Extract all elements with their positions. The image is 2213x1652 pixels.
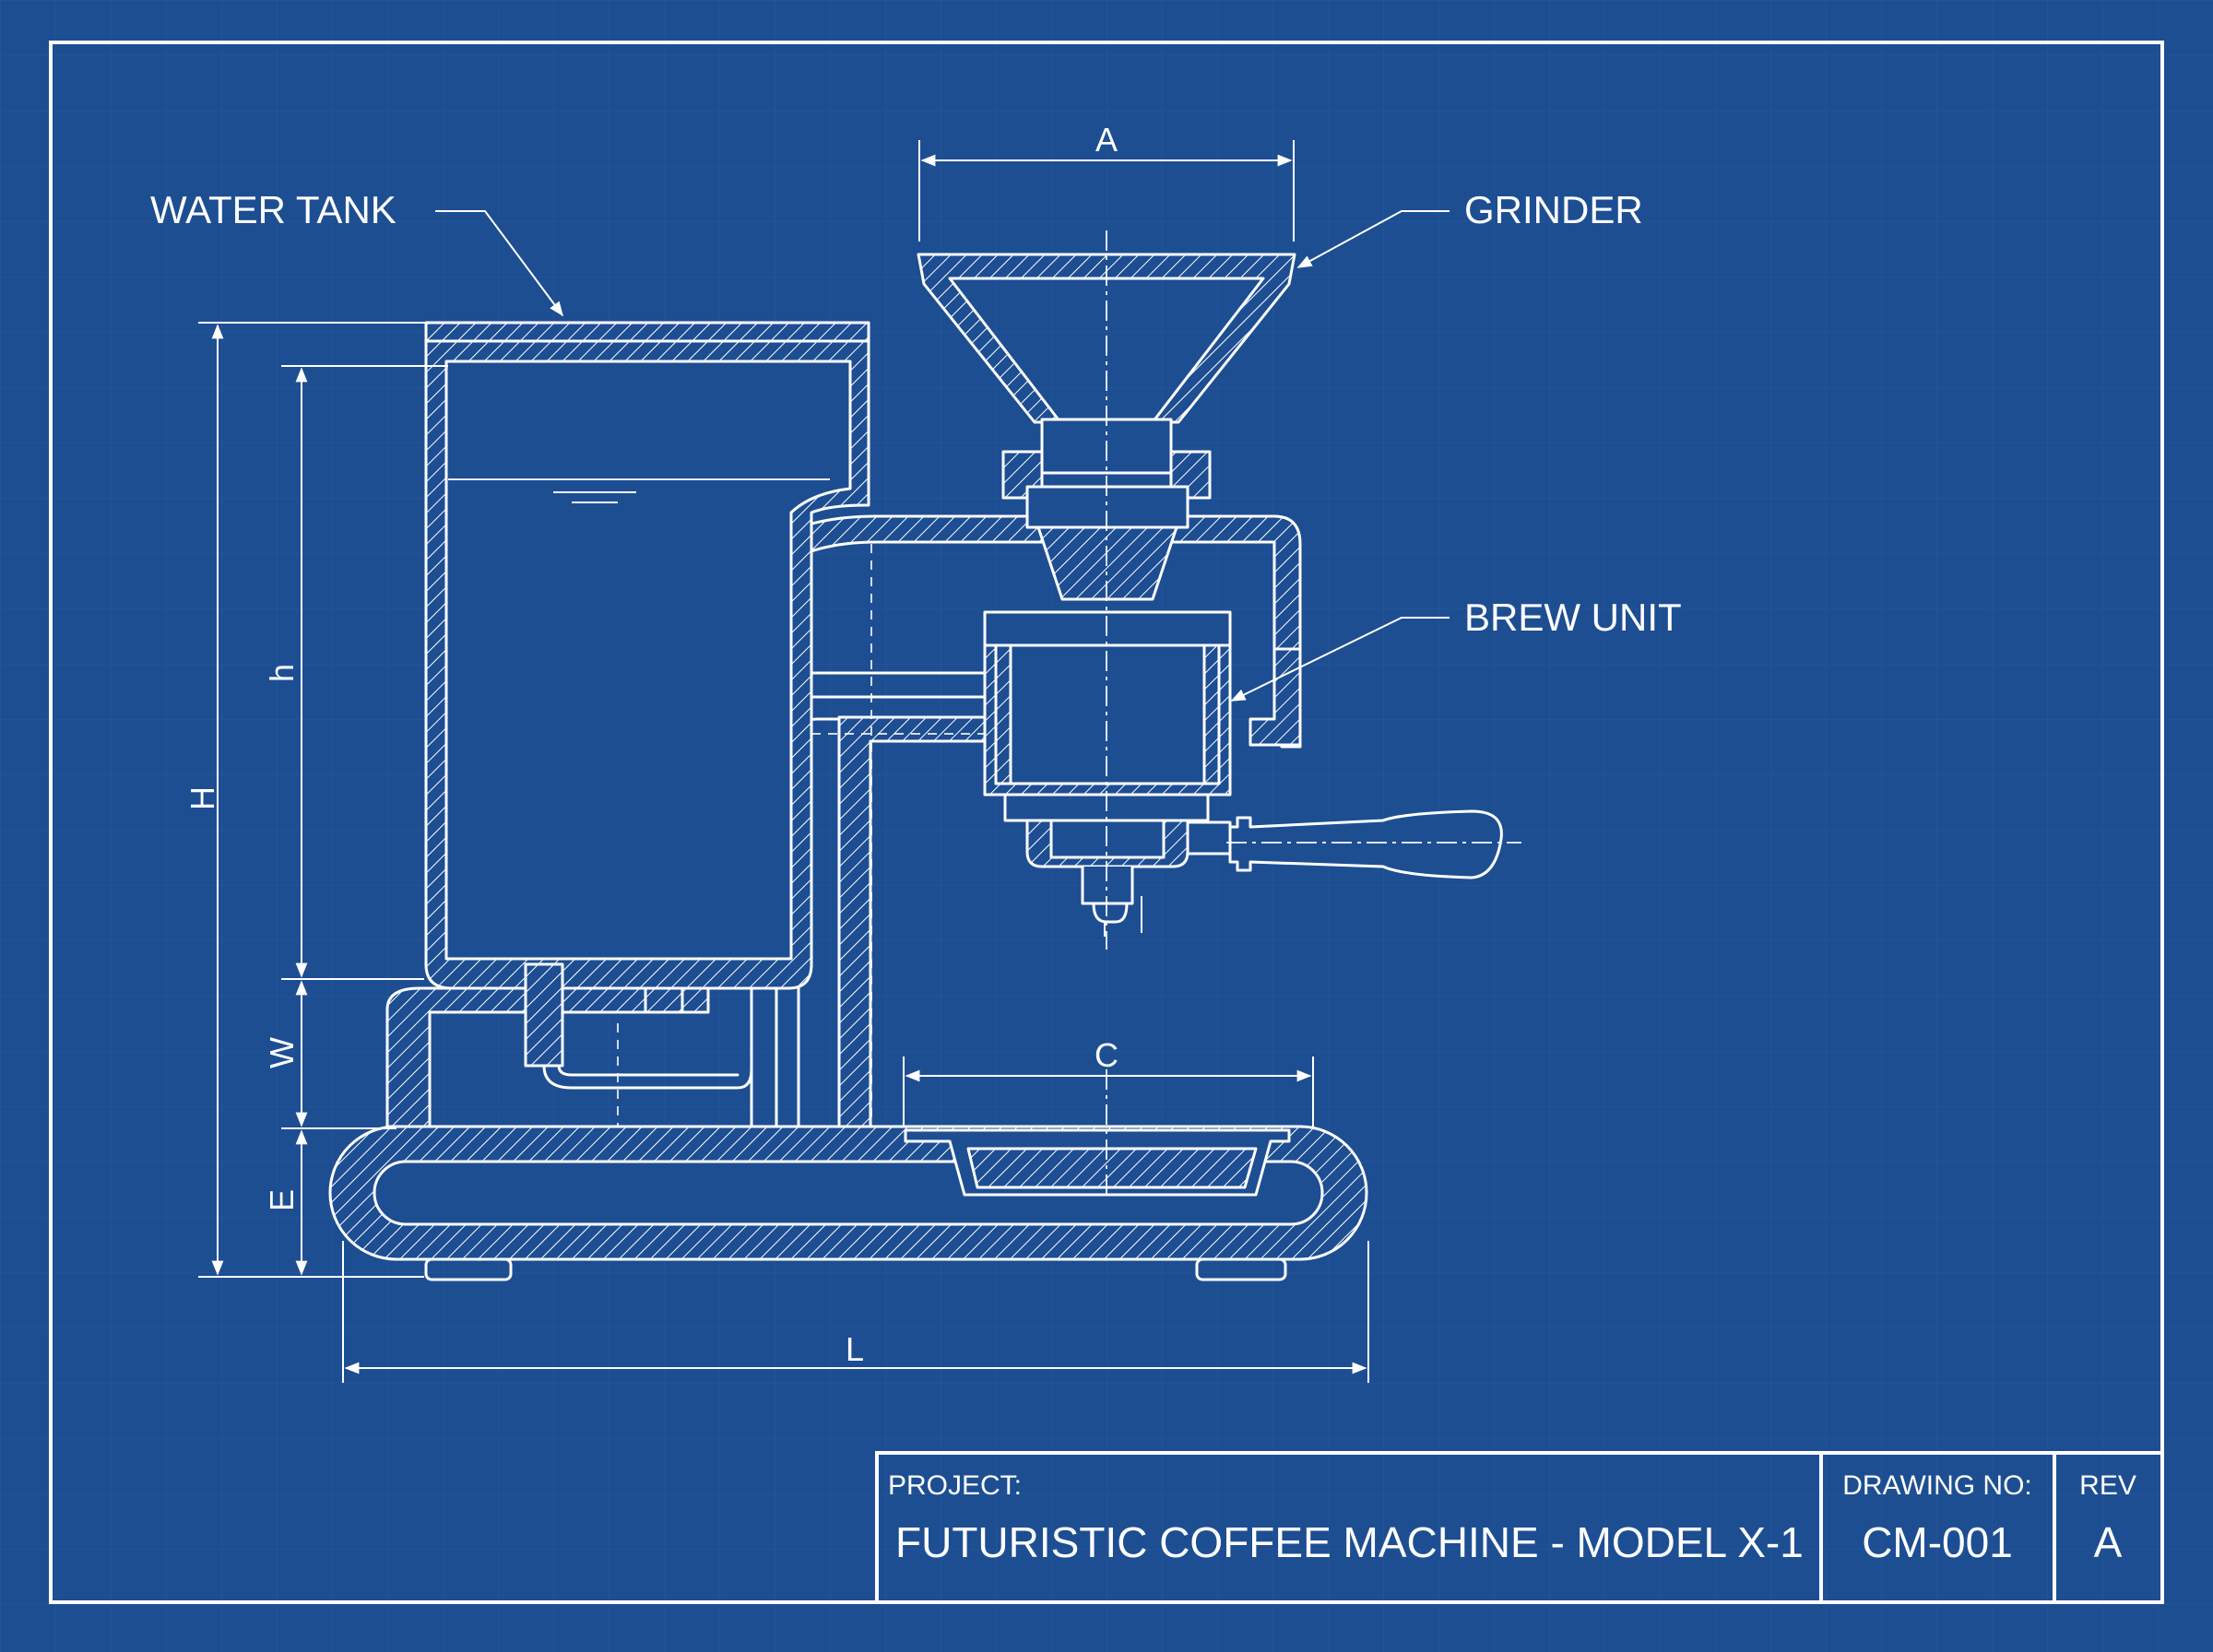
project-name: FUTURISTIC COFFEE MACHINE - MODEL X-1 (895, 1518, 1804, 1566)
dimension-a-label: A (1095, 121, 1118, 159)
callout-water-tank: WATER TANK (150, 188, 396, 231)
callout-grinder: GRINDER (1464, 188, 1643, 231)
dimension-w-label: W (263, 1037, 301, 1068)
right-foot (1195, 1257, 1287, 1281)
water-tank (424, 321, 870, 1127)
rev-label: REV (2079, 1470, 2136, 1501)
dimension-h-tank-label: h (263, 664, 301, 682)
drawing-no-label: DRAWING NO: (1842, 1470, 2032, 1501)
dimension-c-label: C (1095, 1036, 1118, 1074)
dimension-l-label: L (846, 1330, 864, 1368)
lower-rear-block (385, 986, 647, 1128)
portafilter-handle (1186, 809, 1521, 879)
callout-water-tank-leader (435, 210, 563, 317)
title-block: PROJECT: FUTURISTIC COFFEE MACHINE - MOD… (875, 1451, 2164, 1604)
drip-tray (904, 1128, 1291, 1197)
callout-brew-unit: BREW UNIT (1464, 596, 1682, 639)
dimension-lines (198, 140, 1369, 1383)
dimension-h-overall-label: H (183, 786, 221, 810)
rev-value: A (2094, 1518, 2123, 1566)
callout-grinder-leader (1296, 210, 1450, 268)
dimension-labels: A C H h W E L (183, 121, 1118, 1368)
machine-drawing (328, 230, 1521, 1281)
drawing-no-value: CM-001 (1862, 1518, 2013, 1566)
callouts: WATER TANK GRINDER BREW UNIT (150, 188, 1682, 702)
dimension-e-label: E (263, 1189, 301, 1211)
left-foot (424, 1257, 513, 1281)
project-label: PROJECT: (888, 1470, 1022, 1501)
callout-brew-unit-leader (1230, 617, 1450, 702)
